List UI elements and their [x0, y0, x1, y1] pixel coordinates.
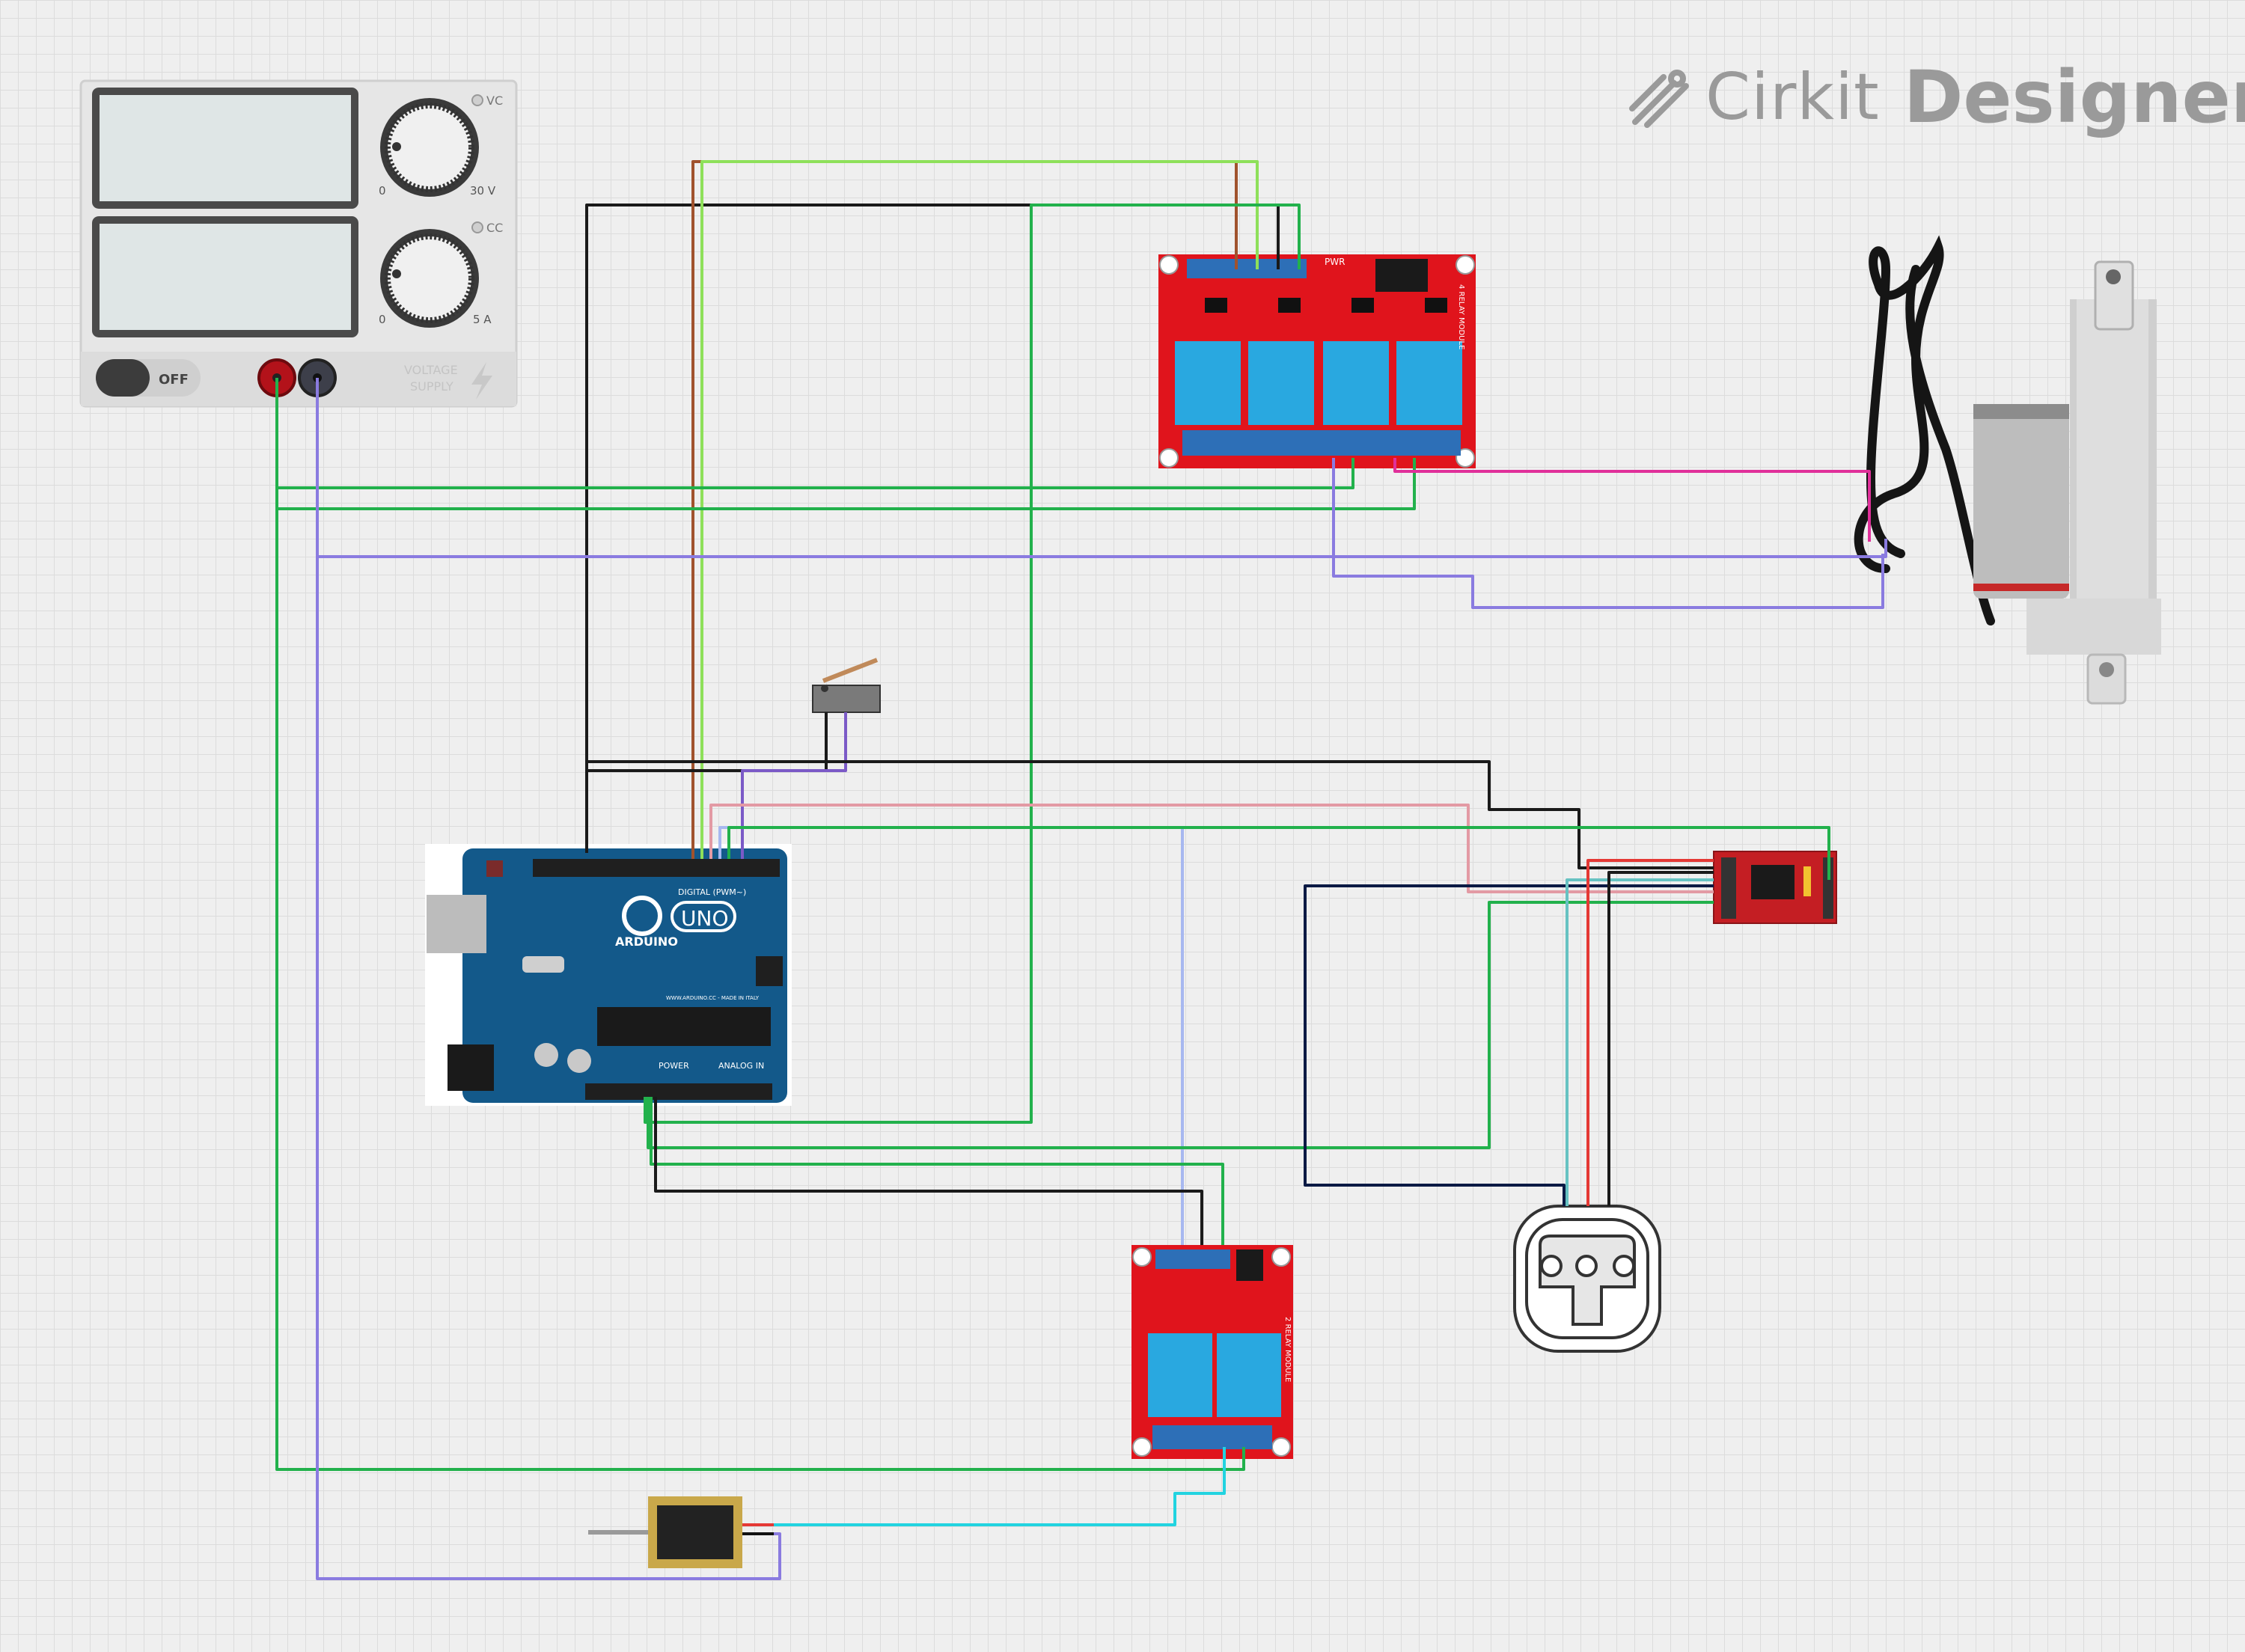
linear-actuator[interactable] — [1854, 235, 2161, 705]
cirkit-logo-icon — [1629, 70, 1689, 128]
arduino-uno[interactable]: UNO ARDUINO DIGITAL (PWM~) POWER ANALOG … — [425, 844, 792, 1106]
arduino-url: WWW.ARDUINO.CC - MADE IN ITALY — [666, 995, 760, 1001]
vc-indicator — [471, 94, 483, 106]
wire-green-hx711-vcc[interactable] — [647, 901, 1714, 1149]
wire-green-psu-relay2[interactable] — [275, 378, 1245, 1471]
load-cell[interactable] — [1513, 1205, 1661, 1353]
arduino-uno-logo: UNO — [681, 906, 728, 931]
wire-black-loadcell[interactable] — [1607, 871, 1714, 1206]
wire-black-hx711-gnd[interactable] — [585, 760, 1714, 869]
psu-voltage-min: 0 — [379, 184, 386, 198]
wire-purple-relay4-actuator[interactable] — [1332, 458, 1884, 609]
wire-purple-psu-actuator[interactable] — [316, 378, 1887, 558]
wire-green-relay2-vcc[interactable] — [650, 1097, 1224, 1245]
psu-current-min: 0 — [379, 313, 386, 326]
psu-caption-line1: VOLTAGE — [404, 363, 458, 377]
power-switch[interactable] — [96, 359, 201, 397]
limit-switch[interactable] — [812, 658, 881, 713]
current-knob[interactable] — [380, 229, 479, 328]
psu-current-max: 5 A — [473, 313, 492, 326]
wire-red-loadcell[interactable] — [1586, 859, 1714, 1206]
cc-indicator — [471, 221, 483, 233]
lightning-icon — [471, 362, 492, 400]
wire-teal-loadcell[interactable] — [1566, 878, 1714, 1206]
hx711-amplifier[interactable] — [1713, 851, 1837, 924]
arduino-uno-badge — [671, 901, 736, 932]
psu-voltage-max: 30 V — [470, 184, 496, 198]
current-display — [92, 216, 358, 337]
voltage-display — [92, 88, 358, 209]
wire-black-relay4-gnd[interactable] — [585, 204, 1280, 853]
relay2-title: 2 RELAY MODULE — [1283, 1317, 1292, 1382]
arduino-brand: ARDUINO — [615, 934, 678, 949]
arduino-digital-label: DIGITAL (PWM~) — [678, 887, 746, 897]
wires — [275, 160, 1887, 1580]
arduino-power-label: POWER — [659, 1061, 689, 1071]
arduino-analog-label: ANALOG IN — [718, 1061, 764, 1071]
psu-vc-label: VC — [486, 94, 503, 108]
relay4-title: 4 RELAY MODULE — [1457, 284, 1465, 349]
wire-purple-limit-switch[interactable] — [741, 712, 847, 859]
relay4-pwr-label: PWR — [1325, 257, 1345, 267]
wire-black-relay2-gnd[interactable] — [654, 1097, 1203, 1245]
solenoid[interactable] — [588, 1496, 774, 1568]
wire-purple-psu-solenoid[interactable] — [316, 378, 781, 1580]
psu-switch-label: OFF — [159, 372, 189, 388]
wire-navy-loadcell[interactable] — [1304, 884, 1714, 1206]
power-supply[interactable] — [79, 79, 518, 408]
wire-green-hx711[interactable] — [727, 826, 1830, 880]
voltage-knob[interactable] — [380, 98, 479, 197]
relay-module-4ch[interactable]: PWR 4 RELAY MODULE — [1158, 254, 1476, 468]
psu-caption-line2: SUPPLY — [410, 379, 453, 394]
wire-pink-hx711[interactable] — [709, 804, 1714, 893]
relay-module-2ch[interactable]: 2 RELAY MODULE — [1131, 1245, 1293, 1459]
wire-cyan-relay2-solenoid[interactable] — [774, 1447, 1226, 1526]
psu-cc-label: CC — [486, 221, 503, 235]
actuator-cable — [1854, 235, 1995, 625]
arduino-infinity-icon — [622, 896, 662, 936]
cirkit-designer-logo: Cirkit Designer — [1628, 52, 2245, 142]
brand-name: Cirkit — [1705, 60, 1880, 135]
wire-green-relay4-vcc[interactable] — [644, 204, 1301, 1124]
brand-suffix: Designer — [1903, 55, 2245, 139]
wire-black-limit-switch[interactable] — [585, 712, 828, 853]
wire-magenta-relay4-actuator[interactable] — [1393, 458, 1871, 542]
